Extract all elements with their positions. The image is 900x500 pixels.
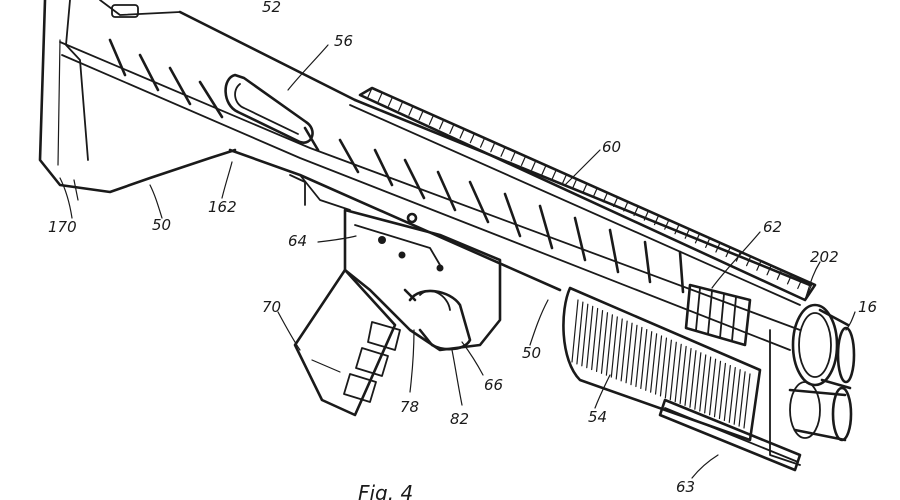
ref-60: 60 — [602, 138, 621, 156]
ref-66: 66 — [484, 376, 503, 394]
trigger-guard — [403, 288, 472, 351]
lower-rail — [658, 398, 802, 472]
ref-54: 54 — [588, 408, 607, 426]
ref-82: 82 — [450, 410, 469, 428]
top-rail — [349, 86, 817, 306]
buttstock — [38, 0, 237, 201]
ref-52: 52 — [262, 0, 281, 16]
figure-caption: Fig. 4 — [358, 481, 413, 500]
ref-78: 78 — [400, 398, 419, 416]
ref-162: 162 — [208, 198, 237, 216]
ref-64: 64 — [288, 232, 307, 250]
ref-56: 56 — [334, 32, 353, 50]
ref-63: 63 — [676, 478, 695, 496]
ejection-port — [224, 73, 314, 144]
muzzle — [769, 303, 856, 466]
reference-numerals: 52 56 60 62 202 16 170 50 162 64 70 50 5… — [48, 0, 877, 496]
forend-grip — [562, 286, 762, 442]
pistol-grip — [293, 268, 401, 417]
leader-lines — [59, 44, 856, 479]
ref-170: 170 — [48, 218, 77, 236]
ref-62: 62 — [763, 218, 782, 236]
ref-50-stock: 50 — [152, 216, 171, 234]
side-rail — [684, 283, 752, 347]
ref-70: 70 — [262, 298, 281, 316]
ref-16: 16 — [858, 298, 877, 316]
ref-50-receiver: 50 — [522, 344, 541, 362]
ref-202: 202 — [810, 248, 839, 266]
receiver-body — [59, 10, 812, 351]
